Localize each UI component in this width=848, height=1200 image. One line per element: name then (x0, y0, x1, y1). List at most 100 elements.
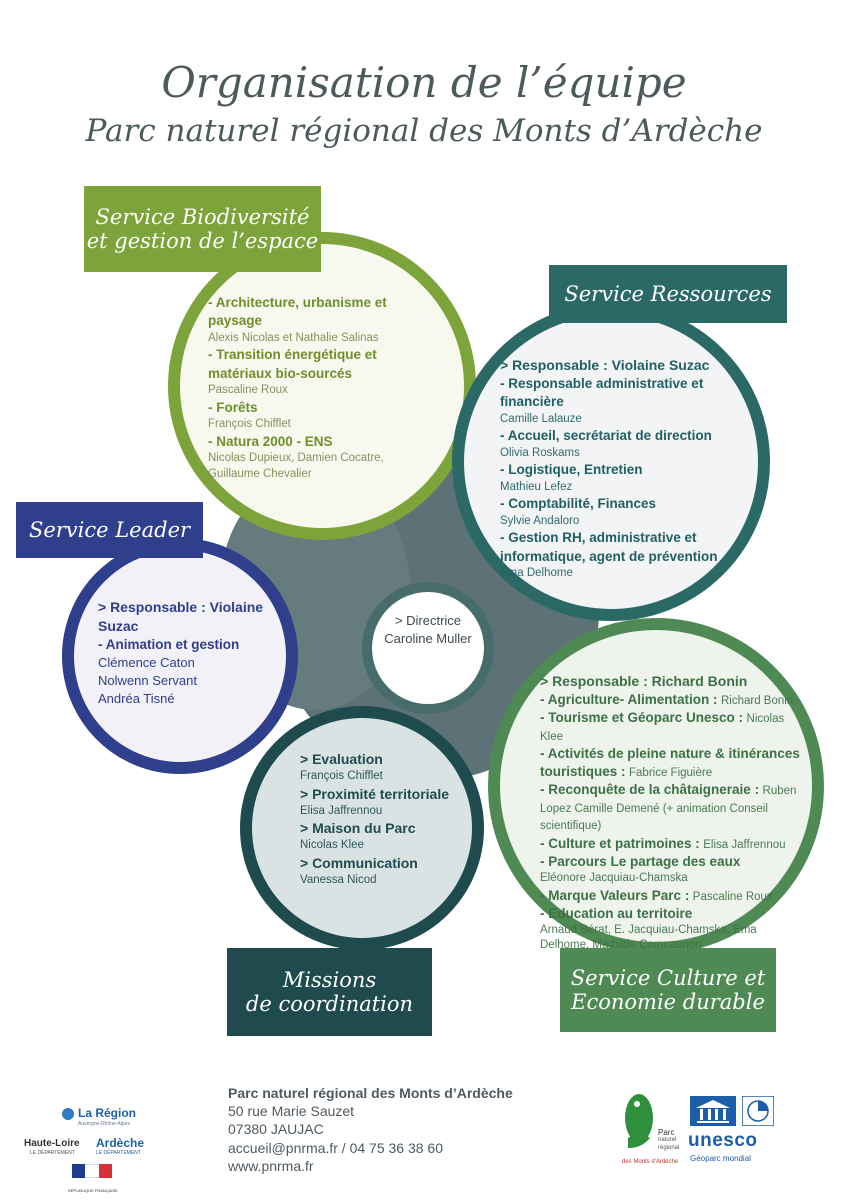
directrice-name: Caroline Muller (384, 630, 472, 646)
res-item-label: - Comptabilité, Finances (500, 496, 657, 512)
culture-item-label: - Marque Valeurs Parc : (540, 887, 690, 903)
leader-responsable: > Responsable : Violaine Suzac (98, 599, 264, 635)
coord-item-label: > Maison du Parc (300, 820, 416, 837)
coord-item-names: Vanessa Nicod (300, 874, 377, 886)
service-biodiversite-content: - Architecture, urbanisme et paysage Ale… (208, 294, 434, 482)
bio-item-label: - Transition énergétique et matériaux bi… (208, 347, 377, 381)
leader-person: Clémence Caton (98, 655, 195, 671)
culture-item-names: Ruben Lopez Camille Demené (+ animation … (540, 785, 797, 833)
republique-name: RÉPUBLIQUE FRANÇAISE (68, 1188, 118, 1193)
banner-line: Economie durable (571, 990, 765, 1014)
service-ressources-content: > Responsable : Violaine Suzac - Respons… (500, 356, 760, 582)
bio-item-label: - Forêts (208, 399, 258, 415)
hauteloire-sub: LE DÉPARTEMENT (30, 1150, 75, 1156)
unesco-sub: Géoparc mondial (690, 1154, 751, 1163)
banner-line: de coordination (245, 992, 414, 1016)
parc-logo: Parc naturel régional des Monts d'Ardèch… (622, 1092, 684, 1172)
service-leader-content: > Responsable : Violaine Suzac - Animati… (98, 598, 298, 707)
banner-line: Service Biodiversité (95, 204, 310, 229)
culture-item-names: Richard Bonin (720, 694, 794, 707)
geopark-icon (742, 1096, 774, 1126)
culture-item-label: - Education au territoire (540, 905, 693, 921)
french-flag-icon (72, 1164, 112, 1178)
directrice-circle (362, 582, 494, 714)
res-item-names: Camille Lalauze (500, 412, 582, 425)
parc-emblem-icon (625, 1094, 653, 1148)
leader-person: Andréa Tisné (98, 690, 175, 706)
culture-item-names: Elisa Jaffrennou (703, 838, 786, 851)
page-title: Organisation de l’équipe (161, 58, 687, 107)
ardeche-name: Ardèche (96, 1136, 145, 1150)
coord-item-names: Nicolas Klee (300, 839, 364, 852)
bio-item-names: Alexis Nicolas et Nathalie Salinas (208, 331, 379, 344)
ressources-responsable: > Responsable : Violaine Suzac (500, 357, 710, 373)
res-item-label: - Responsable administrative et financiè… (500, 376, 704, 410)
culture-item-names: Fabrice Figuière (629, 767, 713, 780)
bio-item-label: - Architecture, urbanisme et paysage (208, 295, 387, 329)
unesco-logo: unesco Géoparc mondial (688, 1094, 788, 1164)
res-item-label: - Accueil, secrétariat de direction (500, 428, 712, 444)
coord-item-label: > Proximité territoriale (300, 785, 450, 802)
footer-street: 50 rue Marie Sauzet (228, 1103, 355, 1120)
culture-item-names: Pascaline Roux (692, 890, 773, 903)
bio-item-names: Nicolas Dupieux, Damien Cocatre, Guillau… (208, 452, 384, 480)
parc-text-1: Parc (658, 1128, 675, 1137)
unesco-name: unesco (688, 1130, 758, 1151)
bio-item-label: - Natura 2000 - ENS (208, 433, 333, 449)
coord-item-names: François Chifflet (300, 770, 383, 783)
culture-item-names: Nicolas Klee (540, 713, 785, 743)
culture-item-label: - Reconquête de la châtaigneraie : (540, 782, 760, 798)
region-sub: Auvergne-Rhône-Alpes (78, 1121, 130, 1127)
service-ressources-banner: Service Ressources (549, 265, 787, 323)
banner-line: et gestion de l’espace (86, 229, 319, 253)
service-biodiversite-banner: Service Biodiversité et gestion de l’esp… (84, 186, 321, 272)
res-item-names: Mathieu Lefez (500, 480, 573, 493)
culture-item: - Agriculture- Alimentation : Richard Bo… (540, 691, 804, 709)
culture-item-names: Eléonore Jacquiau-Chamska (540, 872, 688, 885)
coord-item-label: > Communication (300, 854, 418, 871)
culture-item-label: - Agriculture- Alimentation : (540, 691, 718, 707)
banner-line: Missions (282, 967, 377, 992)
footer-web[interactable]: www.pnrma.fr (228, 1157, 314, 1174)
footer-contact[interactable]: accueil@pnrma.fr / 04 75 36 38 60 (228, 1139, 444, 1156)
bio-item-names: François Chifflet (208, 418, 291, 431)
res-item-label: - Logistique, Entretien (500, 462, 643, 478)
coord-item-names: Elisa Jaffrennou (300, 804, 383, 817)
footer-city: 07380 JAUJAC (228, 1121, 324, 1138)
directrice-content: > Directrice Caroline Muller (368, 612, 488, 647)
culture-item: - Reconquête de la châtaigneraie : Ruben… (540, 781, 804, 834)
region-mark-icon (62, 1108, 74, 1120)
parc-text-4: des Monts d'Ardèche (622, 1159, 679, 1165)
service-culture-content: > Responsable : Richard Bonin - Agricult… (540, 672, 804, 954)
coord-item-label: > Evaluation (300, 751, 383, 767)
parc-text-2: naturel (658, 1137, 677, 1143)
region-name: La Région (78, 1106, 137, 1120)
res-item-label: - Gestion RH, administrative et informat… (500, 530, 718, 564)
ardeche-sub: LE DÉPARTEMENT (96, 1150, 141, 1156)
leader-person: Nolwenn Servant (98, 673, 197, 689)
culture-item-label: - Tourisme et Géoparc Unesco : (540, 710, 744, 726)
culture-item: - Marque Valeurs Parc : Pascaline Roux (540, 887, 804, 905)
res-item-names: Ema Delhome (500, 567, 573, 580)
res-item-names: Olivia Roskams (500, 446, 580, 459)
culture-item: - Culture et patrimoines : Elisa Jaffren… (540, 835, 804, 853)
hauteloire-name: Haute-Loire (24, 1138, 80, 1149)
page-subtitle: Parc naturel régional des Monts d’Ardèch… (85, 113, 763, 149)
service-leader-banner: Service Leader (16, 502, 203, 558)
culture-item: - Activités de pleine nature & itinéranc… (540, 745, 804, 781)
culture-item-label: - Culture et patrimoines : (540, 835, 700, 851)
coordination-content: > Evaluation François Chifflet > Proximi… (300, 750, 480, 889)
banner-line: Service Culture et (570, 965, 766, 990)
banner-line: Service Leader (28, 517, 191, 542)
footer-address: Parc naturel régional des Monts d’Ardèch… (228, 1084, 513, 1175)
culture-item-label: - Activités de pleine nature & itinéranc… (540, 745, 800, 780)
bio-item-names: Pascaline Roux (208, 384, 288, 397)
banner-line: Service Ressources (564, 281, 772, 306)
res-item-names: Sylvie Andaloro (500, 514, 580, 527)
culture-responsable: > Responsable : Richard Bonin (540, 673, 748, 689)
leader-item: - Animation et gestion (98, 637, 240, 653)
culture-item-label: - Parcours Le partage des eaux (540, 854, 741, 870)
culture-item: - Tourisme et Géoparc Unesco : Nicolas K… (540, 709, 804, 745)
